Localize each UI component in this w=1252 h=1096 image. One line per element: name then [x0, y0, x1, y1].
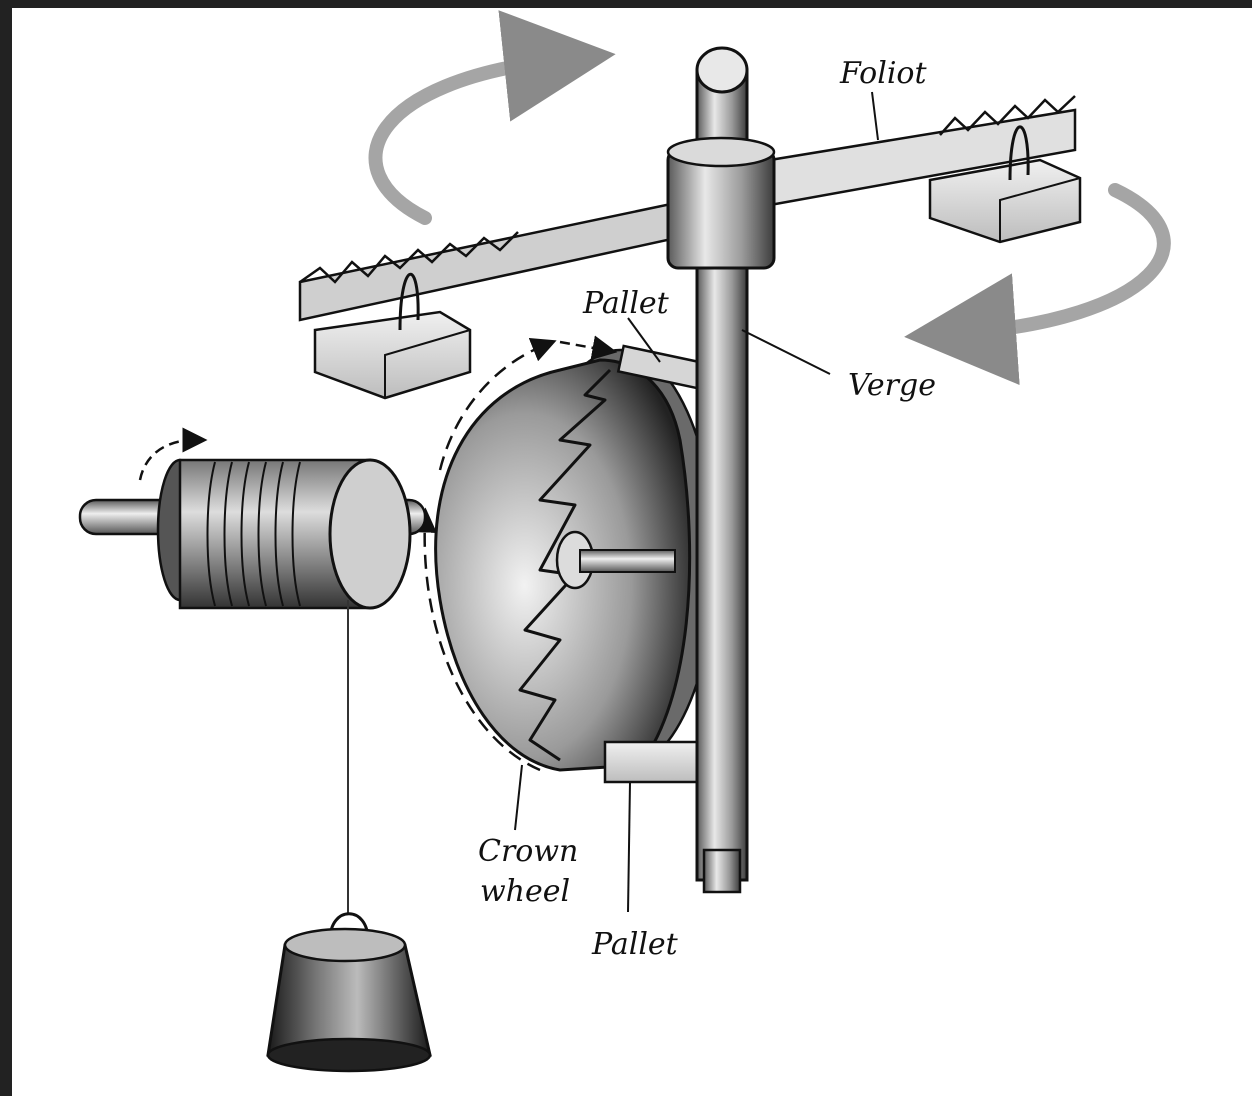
rope-drum: [78, 427, 427, 610]
foliot-weight-left: [313, 272, 472, 400]
swing-arrow-lower-right: [904, 183, 1171, 386]
label-crown-wheel-line1: Crown: [478, 834, 578, 869]
crown-wheel-axle-stub: [579, 549, 676, 573]
foliot-weight-right: [928, 125, 1082, 244]
foliot-left-notches: [299, 231, 519, 284]
label-foliot: Foliot: [839, 56, 927, 91]
crown-wheel-teeth: [518, 368, 612, 762]
foliot-right-notches: [939, 95, 1076, 136]
verge-shaft: [666, 46, 776, 894]
foliot-swing-arrows: [368, 10, 1171, 386]
leader-pallet-bottom: [627, 781, 631, 913]
swing-arrow-upper-left: [368, 10, 616, 225]
driving-weight: [266, 912, 432, 1073]
label-crown-wheel-line2: wheel: [480, 874, 570, 909]
crown-wheel: [434, 348, 717, 772]
label-verge: Verge: [848, 368, 936, 403]
leader-crown-wheel: [514, 764, 523, 831]
frame-left-border: [0, 0, 12, 1096]
crown-wheel-rotation-arrows: [411, 335, 618, 772]
label-pallet-top: Pallet: [582, 286, 670, 321]
drum-rotation-arrow: [138, 427, 208, 481]
frame-top-border: [0, 0, 1252, 8]
leader-foliot: [871, 91, 879, 141]
leader-lines: [514, 91, 879, 913]
verge-collar: [666, 148, 776, 270]
leader-verge: [741, 329, 831, 375]
leader-pallet-top: [627, 317, 661, 363]
drum-rope-coils: [206, 461, 301, 607]
label-pallet-bottom: Pallet: [591, 927, 679, 962]
